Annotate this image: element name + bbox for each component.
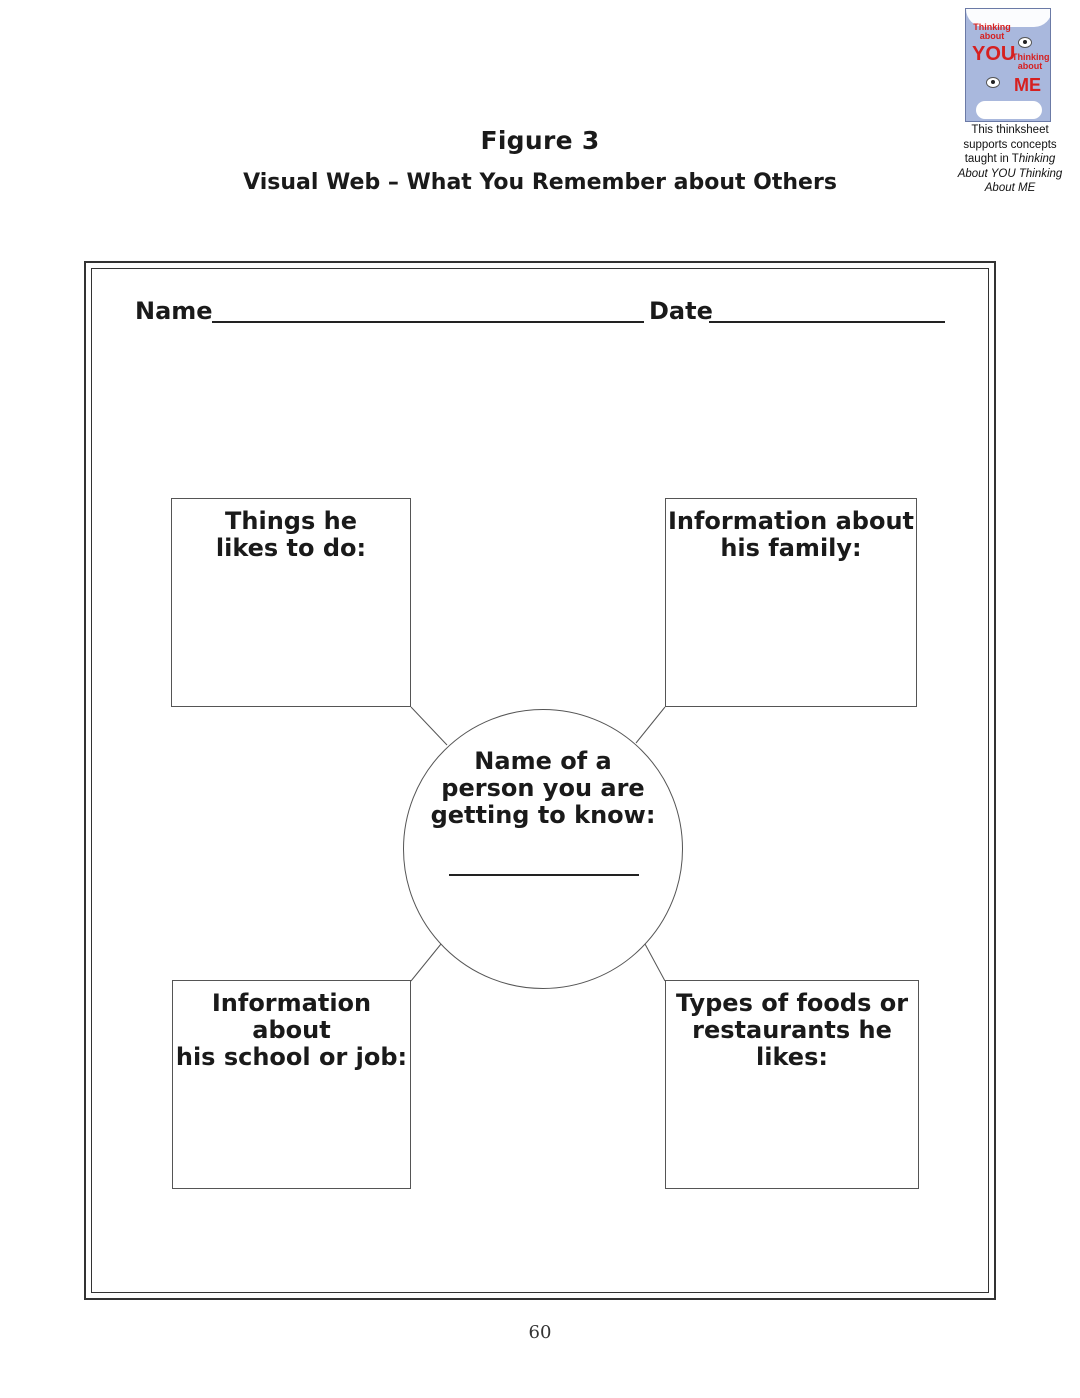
cover-cloud-bottom [976, 101, 1042, 119]
cover-title-you: YOU [972, 43, 1016, 65]
date-label: Date [649, 297, 713, 325]
name-label: Name [135, 297, 213, 325]
book-cover-image: Thinking about YOU Thinking about ME [965, 8, 1051, 122]
cover-cloud-top [966, 9, 1050, 27]
connector-top-left [410, 706, 448, 746]
cover-eye-icon [1018, 37, 1032, 48]
book-caption: This thinksheet supports concepts taught… [952, 123, 1068, 196]
box-family-info[interactable]: Information about his family: [665, 498, 917, 707]
cover-title-1: Thinking about [973, 22, 1011, 41]
box-family-info-label: Information about his family: [667, 507, 915, 562]
cover-title-me: ME [1014, 75, 1041, 95]
caption-italic: hinking About YOU Thinking About ME [957, 153, 1063, 194]
center-person-circle: Name of a person you are getting to know… [403, 709, 683, 989]
box-foods-restaurants-label: Types of foods or restaurants he likes: [675, 989, 909, 1071]
center-person-label: Name of a person you are getting to know… [430, 747, 656, 829]
box-school-job-info-label: Information about his school or job: [175, 989, 408, 1071]
box-likes-to-do[interactable]: Things he likes to do: [171, 498, 411, 707]
worksheet-frame-inner [91, 268, 989, 1293]
box-school-job-info[interactable]: Information about his school or job: [172, 980, 411, 1189]
caption-text: This thinksheet supports concepts taught… [963, 124, 1057, 165]
box-likes-to-do-label: Things he likes to do: [215, 507, 367, 562]
connector-bottom-left [410, 943, 442, 982]
figure-title: Figure 3 [480, 126, 600, 155]
date-field-line[interactable] [709, 321, 945, 323]
worksheet-frame-outer [84, 261, 996, 1300]
figure-subtitle: Visual Web – What You Remember about Oth… [243, 170, 837, 195]
connector-bottom-right [644, 943, 666, 982]
box-foods-restaurants[interactable]: Types of foods or restaurants he likes: [665, 980, 919, 1189]
center-person-name-line[interactable] [449, 874, 639, 876]
connector-top-right [635, 706, 666, 744]
cover-title-2: Thinking about [1012, 52, 1050, 71]
page-number: 60 [528, 1322, 552, 1343]
name-field-line[interactable] [212, 321, 644, 323]
cover-eye-icon [986, 77, 1000, 88]
